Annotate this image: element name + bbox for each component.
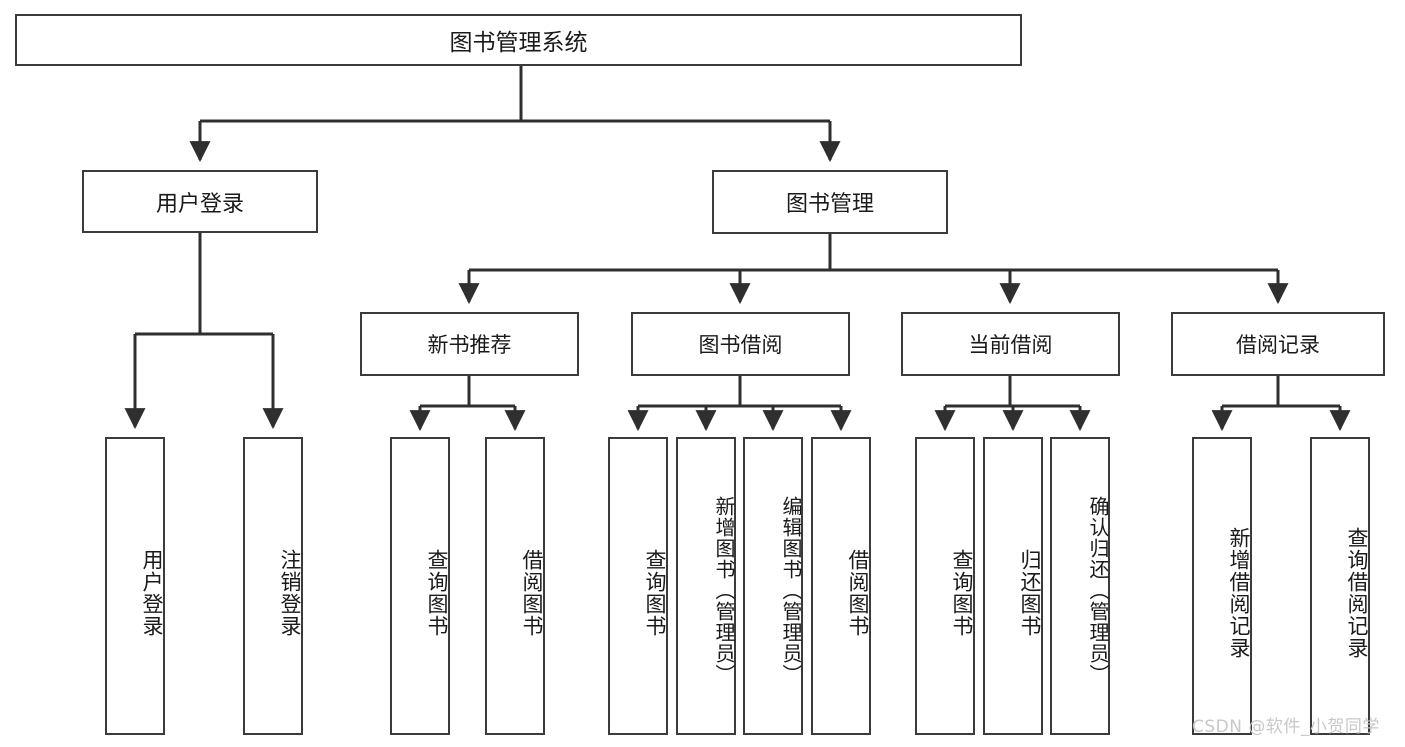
csdn-watermark: CSDN @软件_小贺同学 bbox=[1192, 717, 1380, 737]
node-leaf-confirm-return[interactable]: 确认归还（管理员） bbox=[1050, 437, 1110, 735]
node-new-book-recommend[interactable]: 新书推荐 bbox=[360, 312, 579, 376]
node-leaf-user-login[interactable]: 用户登录 bbox=[105, 437, 165, 735]
node-leaf-query-book-3[interactable]: 查询图书 bbox=[915, 437, 975, 735]
node-book-borrow[interactable]: 图书借阅 bbox=[631, 312, 850, 376]
node-leaf-edit-book[interactable]: 编辑图书（管理员） bbox=[743, 437, 803, 735]
node-leaf-return-book[interactable]: 归还图书 bbox=[983, 437, 1043, 735]
node-leaf-add-record[interactable]: 新增借阅记录 bbox=[1192, 437, 1252, 735]
node-book-manage[interactable]: 图书管理 bbox=[712, 170, 948, 234]
node-current-borrow[interactable]: 当前借阅 bbox=[901, 312, 1120, 376]
node-leaf-logout[interactable]: 注销登录 bbox=[243, 437, 303, 735]
node-user-login[interactable]: 用户登录 bbox=[82, 170, 318, 233]
node-leaf-add-book[interactable]: 新增图书（管理员） bbox=[676, 437, 736, 735]
node-root[interactable]: 图书管理系统 bbox=[15, 14, 1022, 66]
node-borrow-record[interactable]: 借阅记录 bbox=[1171, 312, 1385, 376]
node-leaf-query-book-2[interactable]: 查询图书 bbox=[608, 437, 668, 735]
node-leaf-query-record[interactable]: 查询借阅记录 bbox=[1310, 437, 1370, 735]
node-leaf-borrow-book-2[interactable]: 借阅图书 bbox=[811, 437, 871, 735]
node-leaf-borrow-book-1[interactable]: 借阅图书 bbox=[485, 437, 545, 735]
node-leaf-query-book-1[interactable]: 查询图书 bbox=[390, 437, 450, 735]
